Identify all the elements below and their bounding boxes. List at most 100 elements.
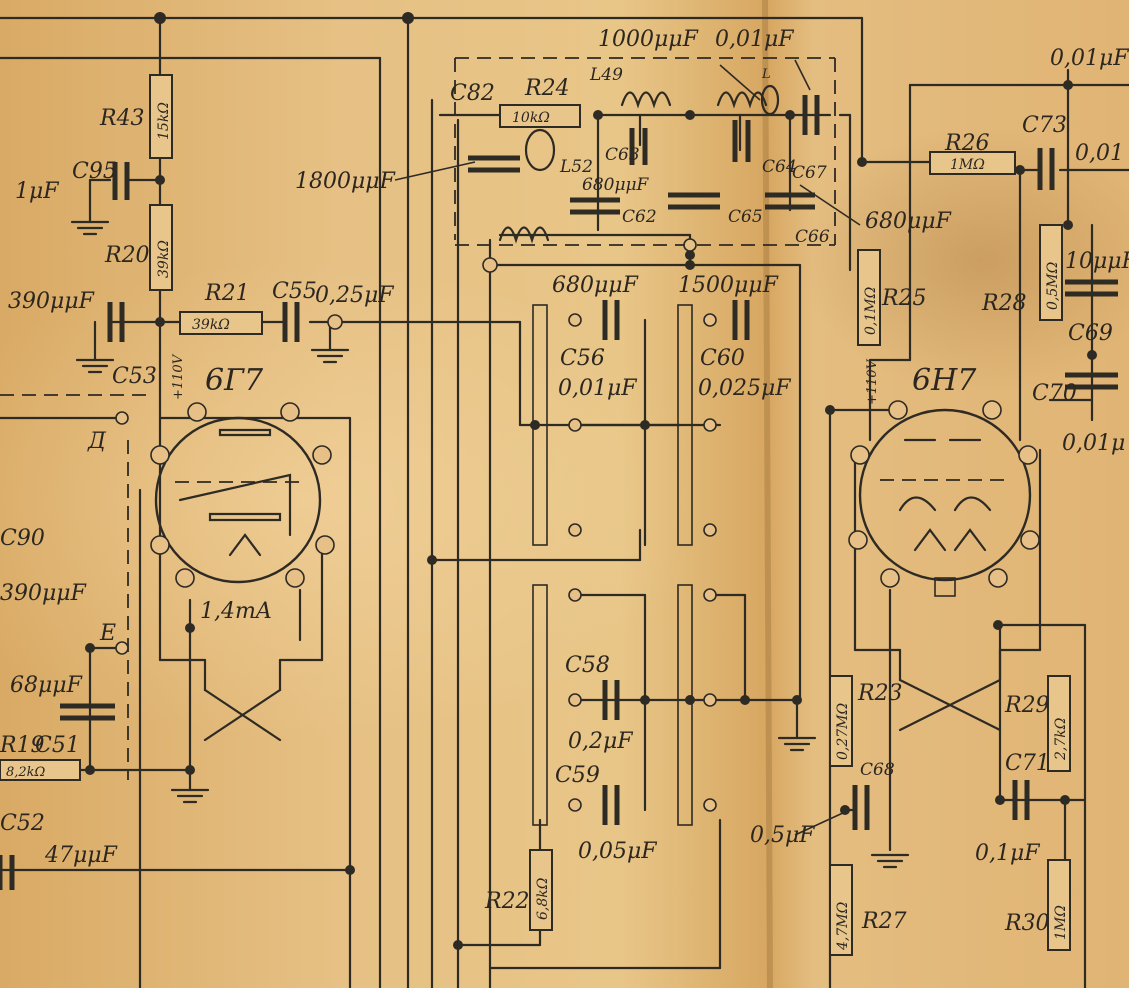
- label-c62: C62: [622, 207, 657, 227]
- resistor-r23: [829, 675, 853, 767]
- value-c95: 1μF: [15, 179, 59, 204]
- value-r26: 1MΩ: [950, 157, 985, 173]
- label-c55: C55: [272, 279, 317, 304]
- label-r29: R29: [1004, 693, 1050, 718]
- value-c001-top: 0,01μF: [715, 27, 794, 52]
- value-c1500: 1500μμF: [678, 273, 779, 298]
- value-r25: 0,1MΩ: [863, 286, 879, 335]
- tube-6g7: [154, 416, 322, 584]
- label-c73: C73: [1022, 113, 1067, 138]
- value-c1000: 1000μμF: [598, 27, 699, 52]
- value-c001-r: 0,01μF: [1050, 46, 1129, 71]
- resistor-r30: [1047, 859, 1071, 951]
- value-c680a: 680μμF: [582, 175, 650, 195]
- label-c56: C56: [560, 346, 605, 371]
- label-c60: C60: [700, 346, 745, 371]
- value-c71: 0,1μF: [975, 841, 1040, 866]
- label-c82: C82: [450, 81, 495, 106]
- label-d: Д: [87, 429, 107, 454]
- resistor-r27: [829, 864, 853, 956]
- resistor-r21: [179, 311, 263, 335]
- label-c65: C65: [728, 207, 763, 227]
- tube-pins: [150, 400, 1040, 588]
- value-c680c: 680μμF: [865, 209, 952, 234]
- value-c90: 390μμF: [0, 581, 87, 606]
- value-c1800: 1800μμF: [295, 169, 396, 194]
- resistor-r22: [529, 849, 553, 931]
- label-c63: C63: [605, 145, 640, 165]
- label-r24: R24: [524, 76, 570, 101]
- label-r43: R43: [99, 106, 145, 131]
- value-r21: 39kΩ: [192, 317, 230, 333]
- resistor-r26: [929, 151, 1016, 175]
- resistor-r24: [499, 104, 581, 128]
- value-c55: 0,25μF: [315, 283, 394, 308]
- value-c58: 0,2μF: [568, 729, 633, 754]
- label-c71: C71: [1005, 751, 1050, 776]
- label-r19: R19: [0, 733, 45, 758]
- label-c68: C68: [860, 760, 895, 780]
- label-r20: R20: [104, 243, 150, 268]
- value-r27: 4,7MΩ: [835, 901, 851, 951]
- label-r25: R25: [881, 286, 927, 311]
- tube-label-6h7: 6H7: [912, 363, 977, 398]
- label-r30: R30: [1004, 911, 1050, 936]
- label-l: L: [761, 67, 771, 82]
- value-r30: 1MΩ: [1053, 905, 1069, 940]
- label-c52: C52: [0, 811, 45, 836]
- resistor-r43: [149, 74, 173, 159]
- value-c52: 47μμF: [44, 843, 118, 868]
- resistors: [0, 74, 1071, 956]
- label-l52: L52: [559, 157, 593, 177]
- value-r43: 15kΩ: [156, 102, 172, 140]
- value-c390: 390μμF: [8, 289, 95, 314]
- resistor-r28: [1039, 224, 1063, 321]
- junctions: [85, 12, 1097, 950]
- capacitors: [0, 95, 1118, 890]
- resistor-r19: [0, 759, 81, 781]
- label-c70: C70: [1032, 381, 1077, 406]
- tube-label-6g7: 6Г7: [205, 363, 264, 398]
- leader-lines: [394, 59, 861, 836]
- label-r26: R26: [944, 131, 990, 156]
- label-r22: R22: [484, 889, 530, 914]
- value-c68mu: 68μμF: [10, 673, 83, 698]
- value-c05: 0,5μF: [750, 823, 815, 848]
- tube-6h7: [858, 408, 1032, 597]
- ground-symbols: [70, 178, 910, 869]
- value-c56: 0,01μF: [558, 376, 637, 401]
- value-c59: 0,05μF: [578, 839, 657, 864]
- value-r24: 10kΩ: [512, 110, 550, 126]
- label-c64: C64: [762, 157, 797, 177]
- label-c67: C67: [792, 163, 827, 183]
- label-c53: C53: [112, 364, 157, 389]
- value-r19: 8,2kΩ: [6, 765, 46, 780]
- value-r29: 2,7kΩ: [1053, 717, 1069, 761]
- value-c680b: 680μμF: [552, 273, 639, 298]
- label-r23: R23: [857, 681, 903, 706]
- label-l49: L49: [589, 65, 623, 85]
- value-c001-r2: 0,01: [1075, 141, 1124, 166]
- label-r27: R27: [861, 909, 907, 934]
- value-r23: 0,27MΩ: [835, 702, 851, 760]
- value-c60: 0,025μF: [698, 376, 791, 401]
- resistor-r20: [149, 204, 173, 291]
- label-c51: C51: [35, 733, 80, 758]
- resistor-r29: [1047, 675, 1071, 772]
- value-r20: 39kΩ: [156, 240, 172, 278]
- label-c90: C90: [0, 526, 45, 551]
- label-c66: C66: [795, 227, 830, 247]
- wiring: [0, 16, 1129, 988]
- voltage-110v-a: +110V: [171, 353, 186, 400]
- value-c10mu: 10μμF: [1065, 249, 1129, 274]
- inductors: [498, 84, 780, 244]
- resistor-r25: [857, 249, 881, 346]
- label-r21: R21: [204, 281, 250, 306]
- label-c69: C69: [1068, 321, 1113, 346]
- component-labels: R43 15kΩ C95 1μF R20 39kΩ 390μμF R21 39k…: [0, 27, 1129, 951]
- value-r28: 0,5MΩ: [1045, 261, 1061, 310]
- value-c001-r3: 0,01μ: [1062, 431, 1125, 456]
- label-c59: C59: [555, 763, 600, 788]
